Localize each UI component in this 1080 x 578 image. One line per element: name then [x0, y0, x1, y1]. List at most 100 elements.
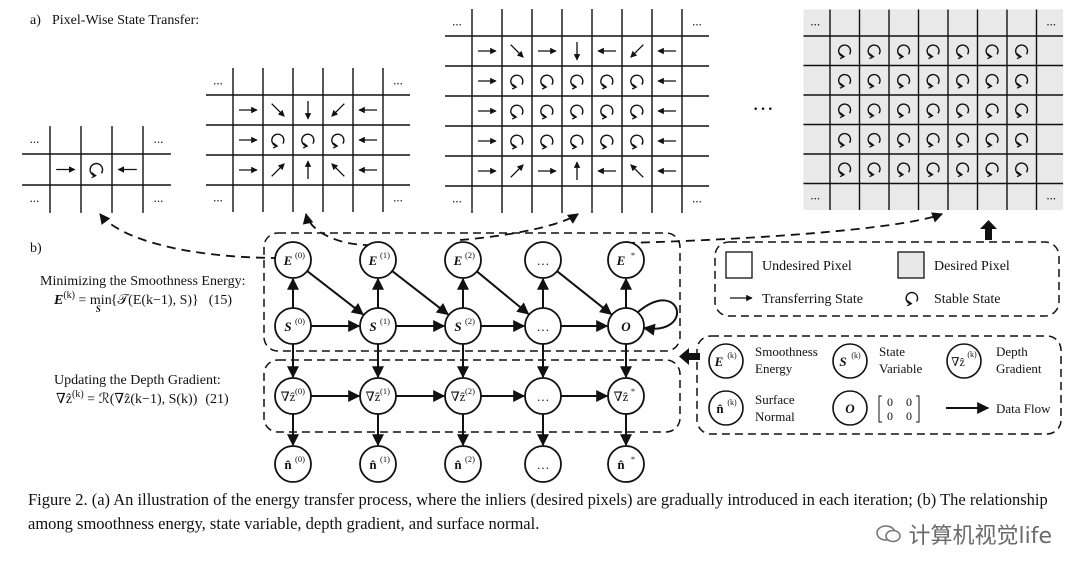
- gradient-node-icon: [946, 343, 982, 379]
- legend-nodes: E (k) Smoothness Energy S (k) State Vari…: [696, 335, 1062, 435]
- svg-text:(2): (2): [465, 454, 475, 464]
- ellipsis-mark: ...: [213, 73, 223, 88]
- ellipsis-mark: ...: [30, 131, 40, 146]
- watermark-text: 计算机视觉life: [908, 524, 1052, 549]
- svg-text:…: …: [537, 457, 550, 472]
- gradient-node-0: ∇ẑ(0): [274, 377, 312, 415]
- svg-text:S: S: [369, 319, 376, 334]
- ellipsis-mark: ...: [393, 190, 403, 205]
- svg-text:n̂: n̂: [617, 457, 625, 472]
- smoothness-heading: Minimizing the Smoothness Energy:: [40, 274, 245, 289]
- surface-legend-1: Surface: [755, 392, 795, 407]
- grid-converged: ............: [803, 9, 1064, 211]
- normal-node-icon: [708, 390, 744, 426]
- gradient-node-2: ∇ẑ(2): [444, 377, 482, 415]
- data-flow-label: Data Flow: [996, 401, 1051, 416]
- figure-caption: Figure 2. (a) An illustration of the ene…: [28, 490, 1048, 533]
- link-arrow-2: [459, 213, 579, 241]
- legend-left-arrow: [679, 348, 700, 365]
- wechat-icon: [876, 525, 902, 543]
- undesired-pixel-label: Undesired Pixel: [762, 259, 852, 274]
- link-arrow-3: [625, 212, 944, 244]
- desired-pixel-swatch: [897, 251, 925, 279]
- energy-node-4: E*: [607, 241, 645, 279]
- ellipsis-mark: ...: [393, 73, 403, 88]
- svg-text:∇ẑ: ∇ẑ: [951, 355, 965, 369]
- link-arrow-1: [302, 212, 373, 246]
- grid-ellipsis: ···: [752, 96, 774, 121]
- depth-legend-2: Gradient: [996, 361, 1042, 376]
- svg-text:*: *: [631, 386, 635, 396]
- svg-text:∇ẑ: ∇ẑ: [451, 389, 466, 404]
- matrix-a: 0: [887, 395, 893, 409]
- grid-iteration-1: ............: [206, 68, 410, 212]
- energy-node-0: E(0): [274, 241, 312, 279]
- svg-text:*: *: [631, 250, 635, 260]
- svg-text:(1): (1): [380, 250, 390, 260]
- svg-text:n̂: n̂: [716, 401, 724, 416]
- part-b-label: b): [30, 241, 42, 256]
- svg-text:n̂: n̂: [284, 457, 292, 472]
- state-node-0: S (0): [274, 307, 312, 345]
- self-loop-arrow: [637, 299, 679, 336]
- link-arrow-0: [99, 213, 281, 259]
- svg-text:O: O: [621, 319, 631, 334]
- ellipsis-mark: ...: [213, 190, 223, 205]
- depth-formula: ∇ẑ(k) = ℛ(∇ẑ(k−1), S(k))(21): [56, 389, 229, 407]
- normal-node-4: n̂ *: [607, 445, 645, 483]
- svg-text:(1): (1): [380, 316, 390, 326]
- svg-text:…: …: [537, 319, 550, 334]
- watermark: 计算机视觉life: [876, 518, 1052, 550]
- energy-node-3: …: [524, 241, 562, 279]
- svg-text:S: S: [284, 319, 291, 334]
- normal-node-2: n̂(2): [444, 445, 482, 483]
- svg-text:E: E: [616, 253, 626, 268]
- ellipsis-mark: ...: [1046, 14, 1056, 29]
- part-a-label: a): [30, 13, 41, 28]
- ellipsis-mark: ...: [154, 190, 164, 205]
- ellipsis-mark: ...: [452, 14, 462, 29]
- part-a-title: Pixel-Wise State Transfer:: [52, 13, 199, 28]
- svg-text:…: …: [537, 253, 550, 268]
- svg-text:(0): (0): [295, 454, 305, 464]
- legend-pixels: Undesired Pixel Desired Pixel Transferri…: [714, 241, 1060, 317]
- smoothness-equation: Minimizing the Smoothness Energy: E(k) =…: [40, 274, 245, 314]
- undesired-pixel-swatch: [725, 251, 753, 279]
- normal-node-0: n̂(0): [274, 445, 312, 483]
- svg-text:(0): (0): [295, 386, 305, 396]
- state-node-3: …: [524, 307, 562, 345]
- svg-text:E: E: [283, 253, 293, 268]
- gradient-box: [263, 359, 681, 433]
- svg-text:*: *: [631, 454, 635, 464]
- ellipsis-mark: ...: [810, 188, 820, 203]
- svg-text:(k): (k): [851, 351, 861, 360]
- surface-legend-2: Normal: [755, 409, 795, 424]
- smoothness-legend-1: Smoothness: [755, 344, 818, 359]
- ellipsis-mark: ...: [452, 191, 462, 206]
- svg-text:S: S: [839, 354, 846, 369]
- svg-text:O: O: [845, 401, 855, 416]
- matrix-c: 0: [887, 409, 893, 423]
- state-graph: E(0)E(1)E(2)…E*S(0)S(1)S(2)…O∇ẑ(0)∇ẑ(1)∇…: [274, 241, 679, 483]
- svg-text:(k): (k): [727, 398, 737, 407]
- ellipsis-mark: ...: [692, 191, 702, 206]
- zero-node-icon: [832, 390, 868, 426]
- pixel-grids: ........................................…: [22, 9, 1064, 213]
- grid-link-arrows: [99, 212, 944, 259]
- energy-state-box: [263, 232, 681, 352]
- svg-text:(0): (0): [295, 316, 305, 326]
- svg-text:(2): (2): [465, 386, 475, 396]
- svg-text:(k): (k): [967, 350, 977, 359]
- svg-text:(2): (2): [465, 250, 475, 260]
- svg-text:n̂: n̂: [454, 457, 462, 472]
- matrix-d: 0: [906, 409, 912, 423]
- desired-pixel-label: Desired Pixel: [934, 259, 1010, 274]
- stable-state-icon: [905, 291, 919, 307]
- normal-node-1: n̂(1): [359, 445, 397, 483]
- depth-legend-1: Depth: [996, 344, 1028, 359]
- svg-text:E: E: [714, 354, 724, 369]
- ellipsis-mark: ...: [810, 14, 820, 29]
- ellipsis-mark: ...: [692, 14, 702, 29]
- smoothness-node-icon: [708, 343, 744, 379]
